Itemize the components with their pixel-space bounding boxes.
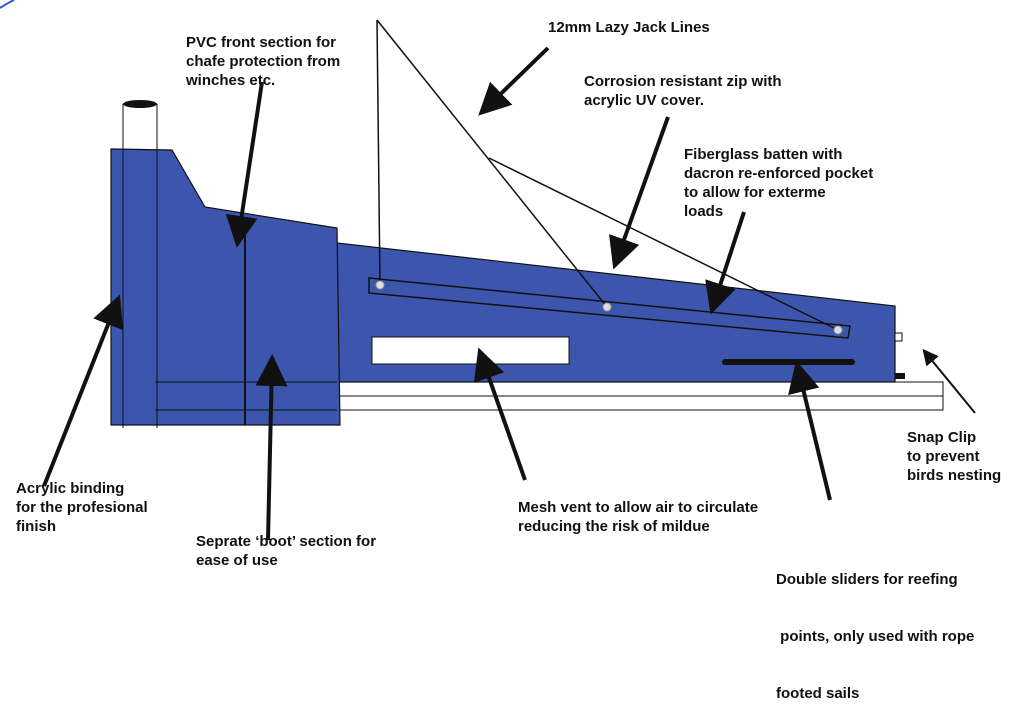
label-mesh-vent: Mesh vent to allow air to circulate redu… — [518, 499, 759, 535]
sail-cover-diagram — [0, 0, 976, 541]
label-pvc-front-section: PVC front section for chafe protection f… — [186, 34, 341, 89]
batten-pocket — [368, 277, 851, 339]
label-lazy-jack-lines: 12mm Lazy Jack Lines — [548, 19, 710, 36]
lazy-jack-attach-point — [602, 302, 612, 312]
label-snap-clip: Snap Clip to prevent birds nesting — [907, 429, 1002, 484]
boot-section — [110, 148, 341, 426]
label-fiberglass-batten: Fiberglass batten with dacron re-enforce… — [684, 146, 874, 220]
mast-top — [123, 100, 157, 108]
lazy-jack-attach-point — [833, 325, 843, 335]
lazy-jack-lines — [376, 19, 839, 331]
arrow-zip — [609, 116, 670, 270]
label-boot-section: Seprate ‘boot’ section for ease of use — [196, 533, 377, 569]
mesh-vent — [371, 336, 570, 365]
snap-clip — [894, 332, 905, 379]
arrow-binding — [42, 294, 124, 487]
arrow-boot — [255, 354, 288, 541]
arrow-sliders — [788, 360, 832, 501]
arrow-snap-clip — [922, 348, 976, 414]
label-double-sliders: Double sliders for reefing points, only … — [776, 571, 975, 702]
corner-mark — [0, 0, 15, 9]
arrow-lazy-jack — [478, 46, 550, 116]
lazy-jack-attach-point — [375, 280, 385, 290]
arrow-vent — [473, 347, 527, 481]
label-zip: Corrosion resistant zip with acrylic UV … — [584, 73, 782, 109]
arrow-pvc-front — [225, 81, 264, 248]
arrow-batten — [705, 211, 746, 315]
label-acrylic-binding: Acrylic binding for the profesional fini… — [16, 480, 148, 535]
